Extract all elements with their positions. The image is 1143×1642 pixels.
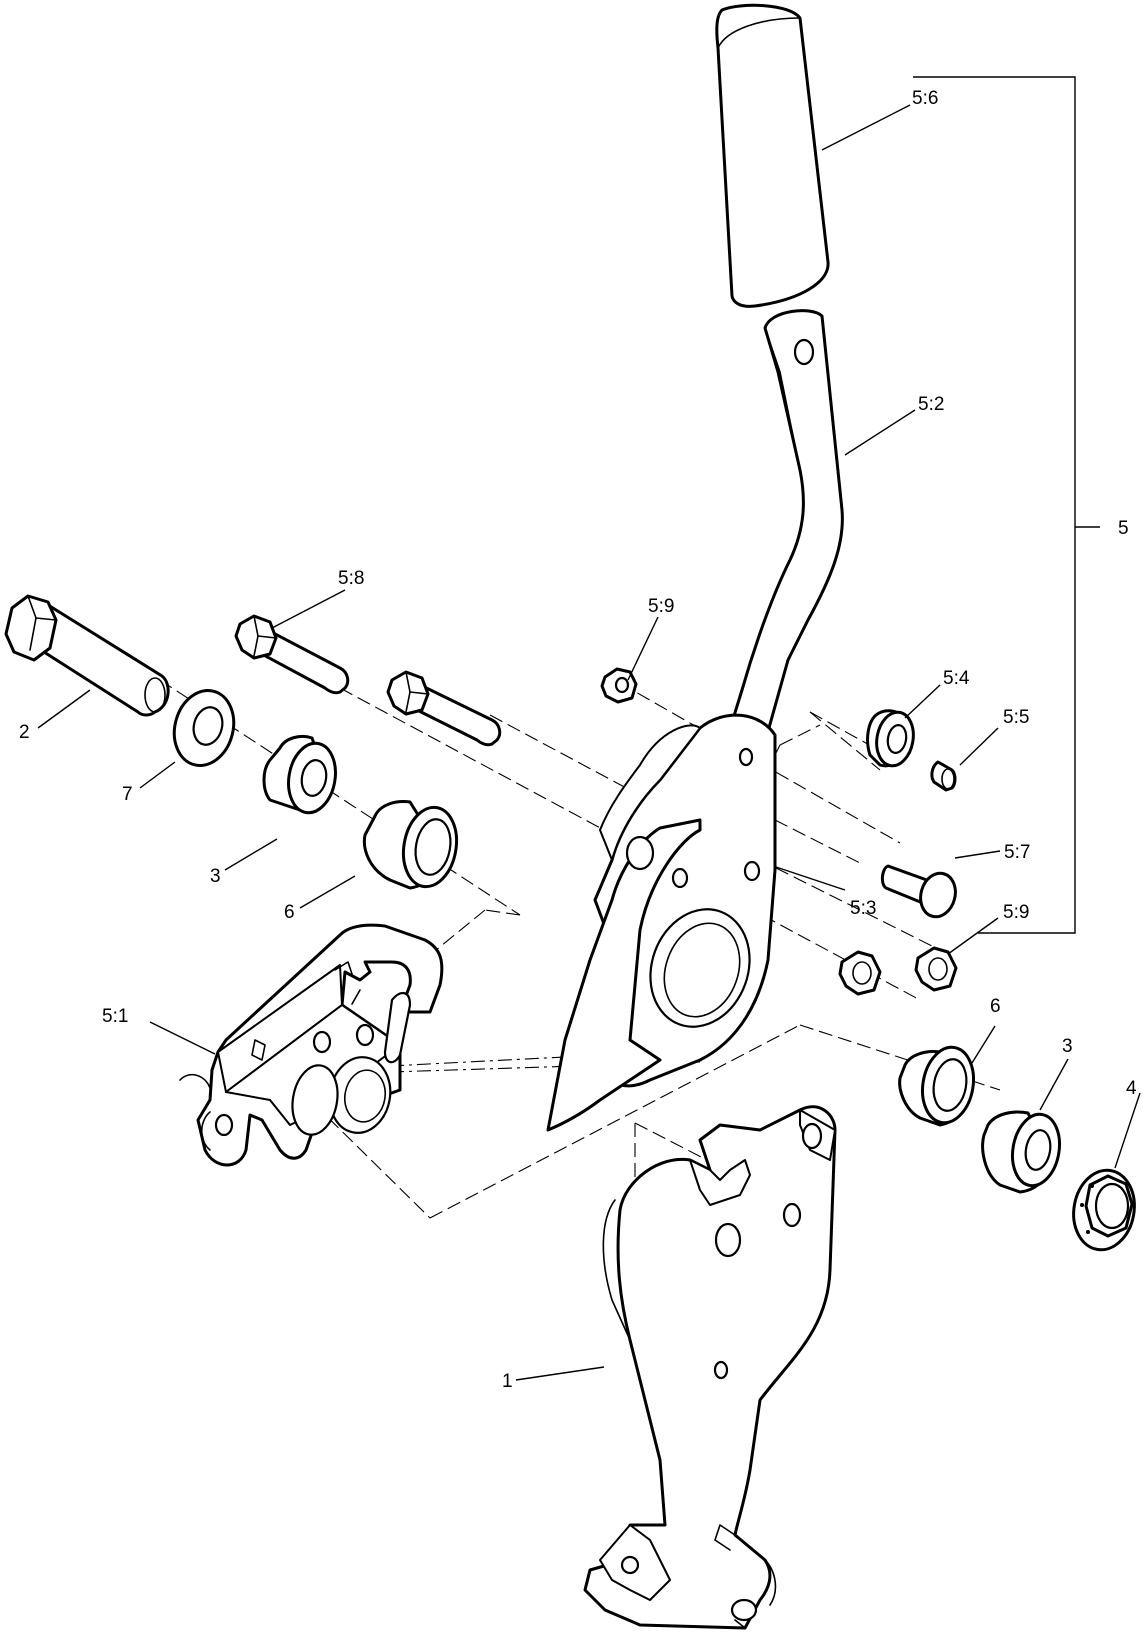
assembly-5-bracket xyxy=(913,76,1100,934)
callout-7: 7 xyxy=(122,784,133,805)
part-5-5-plug xyxy=(930,760,957,792)
callout-5-6: 5:6 xyxy=(912,88,938,109)
callout-6-left: 6 xyxy=(284,902,295,923)
part-5-9-nut-top xyxy=(600,667,638,704)
callout-5-2: 5:2 xyxy=(918,394,944,415)
part-5-7-pin xyxy=(880,864,957,919)
part-5-9-nut-lower-a xyxy=(838,950,882,996)
callout-3-right: 3 xyxy=(1062,1036,1073,1057)
callout-1: 1 xyxy=(502,1371,513,1392)
callout-2: 2 xyxy=(19,722,30,743)
part-2-hex-bolt xyxy=(4,594,170,717)
callout-5-9-top: 5:9 xyxy=(648,596,674,617)
callout-5-4: 5:4 xyxy=(943,668,970,689)
callout-5-5: 5:5 xyxy=(1003,707,1029,728)
callout-5-3: 5:3 xyxy=(850,898,876,919)
part-4-flange-nut xyxy=(1072,1168,1136,1252)
part-3-spacer-right xyxy=(981,1110,1061,1194)
callout-5-7: 5:7 xyxy=(1004,842,1030,863)
part-7-washer xyxy=(172,689,236,767)
callout-5-1: 5:1 xyxy=(102,1006,128,1027)
part-5-9-nut-lower-b xyxy=(914,946,958,992)
part-6-bushing-left xyxy=(362,800,459,890)
callout-5-8: 5:8 xyxy=(338,568,364,589)
part-3-spacer-left xyxy=(262,734,337,815)
part-1-mount-plate xyxy=(583,1105,837,1630)
part-5-1-bracket xyxy=(179,923,444,1167)
callout-6-right: 6 xyxy=(990,996,1001,1017)
callout-5: 5 xyxy=(1118,518,1129,539)
callout-3-left: 3 xyxy=(210,866,221,887)
part-5-3-plate xyxy=(546,713,777,1132)
part-5-6-grip xyxy=(715,3,830,308)
callout-4: 4 xyxy=(1126,1078,1137,1099)
callout-5-9-bottom: 5:9 xyxy=(1003,902,1029,923)
part-5-8-shoulder-bolt-b xyxy=(386,670,502,747)
part-6-bushing-right xyxy=(898,1045,975,1127)
part-5-4-bushing xyxy=(866,709,915,768)
part-5-8-shoulder-bolt-a xyxy=(234,614,350,695)
leader-lines xyxy=(37,104,1141,1381)
callout-labels: 5:6 5:2 5 5:8 5:9 5:4 5:5 2 7 3 5:7 6 5:… xyxy=(19,88,1137,1392)
